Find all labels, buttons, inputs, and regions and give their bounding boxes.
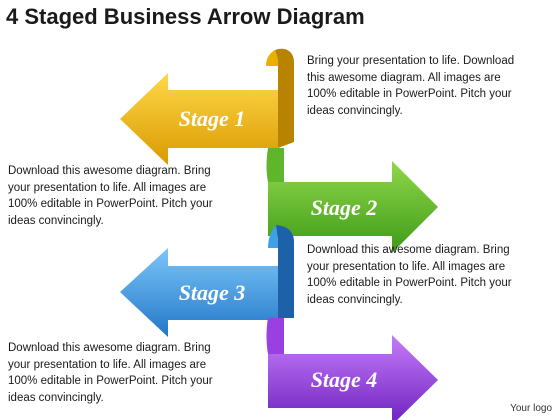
diagram-title: 4 Staged Business Arrow Diagram [6,4,365,29]
stage-3-label: Stage 3 [179,280,246,305]
stage-2-arrow: Stage 2 [266,148,438,253]
stage-1-label: Stage 1 [179,106,246,131]
stage-3-description: Download this awesome diagram. Bring you… [307,244,512,306]
stage-4-label: Stage 4 [311,367,378,392]
stage-3-arrow: Stage 3 [120,225,294,337]
stage-2-label: Stage 2 [311,195,378,220]
stage-4-arrow: Stage 4 [266,318,438,420]
stage-1-description: Bring your presentation to life. Downloa… [307,55,515,117]
logo-placeholder: Your logo [510,403,552,414]
stage-4-description: Download this awesome diagram. Bring you… [8,342,213,404]
stage-1-arrow: Stage 1 [120,48,294,165]
stage-2-description: Download this awesome diagram. Bring you… [8,165,213,227]
